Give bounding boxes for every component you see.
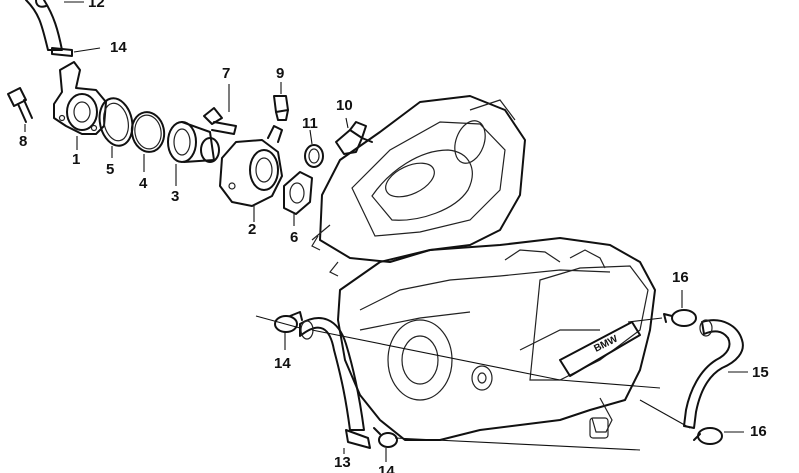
part-label-1: 1 xyxy=(72,151,81,168)
hose-part-12 xyxy=(25,0,84,51)
part-label-9: 9 xyxy=(276,65,285,82)
part-label-11: 11 xyxy=(302,115,318,132)
part-label-6: 6 xyxy=(290,229,299,246)
part-label-10: 10 xyxy=(336,97,353,114)
sensor-part-9 xyxy=(273,82,289,121)
gasket-part-6 xyxy=(283,171,313,226)
bolt-part-14-top xyxy=(51,47,101,57)
seal-ring-part-4 xyxy=(130,111,166,172)
clamp-part-14-bottom xyxy=(373,427,398,462)
part-label-16-upper: 16 xyxy=(672,269,689,286)
part-label-15: 15 xyxy=(752,364,769,381)
clamp-part-16-upper xyxy=(663,290,697,327)
hose-part-13 xyxy=(299,317,371,454)
part-label-2: 2 xyxy=(248,221,257,238)
part-label-12: 12 xyxy=(88,0,105,11)
clamp-part-14-left xyxy=(274,311,303,350)
bolt-part-8 xyxy=(7,87,33,132)
part-label-14-bottom: 14 xyxy=(378,463,395,473)
part-label-16-lower: 16 xyxy=(750,423,767,440)
thermostat-housing-part-2 xyxy=(219,125,283,222)
seal-ring-part-11 xyxy=(304,129,324,168)
gasket-part-5 xyxy=(98,97,134,158)
part-label-7: 7 xyxy=(222,65,231,82)
engine-block: BMW xyxy=(255,95,691,451)
part-label-13: 13 xyxy=(334,454,351,471)
part-label-4: 4 xyxy=(139,175,148,192)
hose-part-15 xyxy=(683,319,748,429)
part-label-3: 3 xyxy=(171,188,180,205)
clamp-part-16-lower xyxy=(693,427,744,445)
bolt-part-7 xyxy=(203,84,237,135)
part-label-14-left: 14 xyxy=(274,355,291,372)
housing-cover-part-1 xyxy=(53,61,107,150)
temperature-switch-part-10 xyxy=(335,117,373,155)
part-label-8: 8 xyxy=(19,133,28,150)
part-label-14-top: 14 xyxy=(110,39,127,56)
thermostat-part-3 xyxy=(167,121,220,186)
part-label-5: 5 xyxy=(106,161,115,178)
